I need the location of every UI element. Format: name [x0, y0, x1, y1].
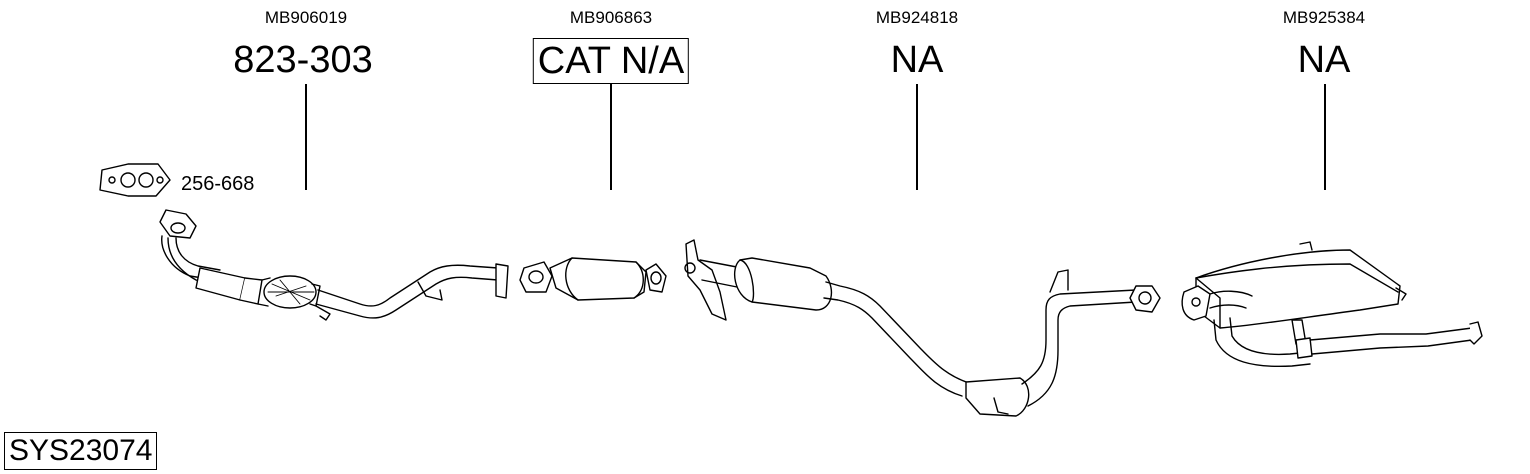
rear-silencer-drawing: [1181, 241, 1483, 368]
catalyst-drawing: [519, 257, 667, 301]
oem-number-middle-silencer: MB924818: [875, 8, 959, 27]
leader-line-middle-silencer: [916, 84, 918, 190]
gasket-part-number[interactable]: 256-668: [181, 173, 255, 195]
leader-line-rear-silencer: [1324, 84, 1326, 190]
system-id-box: SYS23074: [4, 432, 158, 470]
part-number-middle-silencer[interactable]: NA: [890, 39, 944, 81]
oem-number-front-pipe: MB906019: [264, 8, 348, 27]
oem-number-catalyst: MB906863: [569, 8, 653, 27]
part-number-catalyst[interactable]: CAT N/A: [532, 38, 690, 84]
leader-line-front-pipe: [305, 84, 307, 190]
middle-silencer-drawing: [684, 239, 1161, 417]
part-number-rear-silencer[interactable]: NA: [1297, 39, 1351, 81]
leader-line-catalyst: [610, 84, 612, 190]
part-number-front-pipe[interactable]: 823-303: [233, 39, 373, 81]
gasket-icon: [99, 163, 171, 197]
front-pipe-drawing: [159, 209, 509, 321]
oem-number-rear-silencer: MB925384: [1282, 8, 1366, 27]
